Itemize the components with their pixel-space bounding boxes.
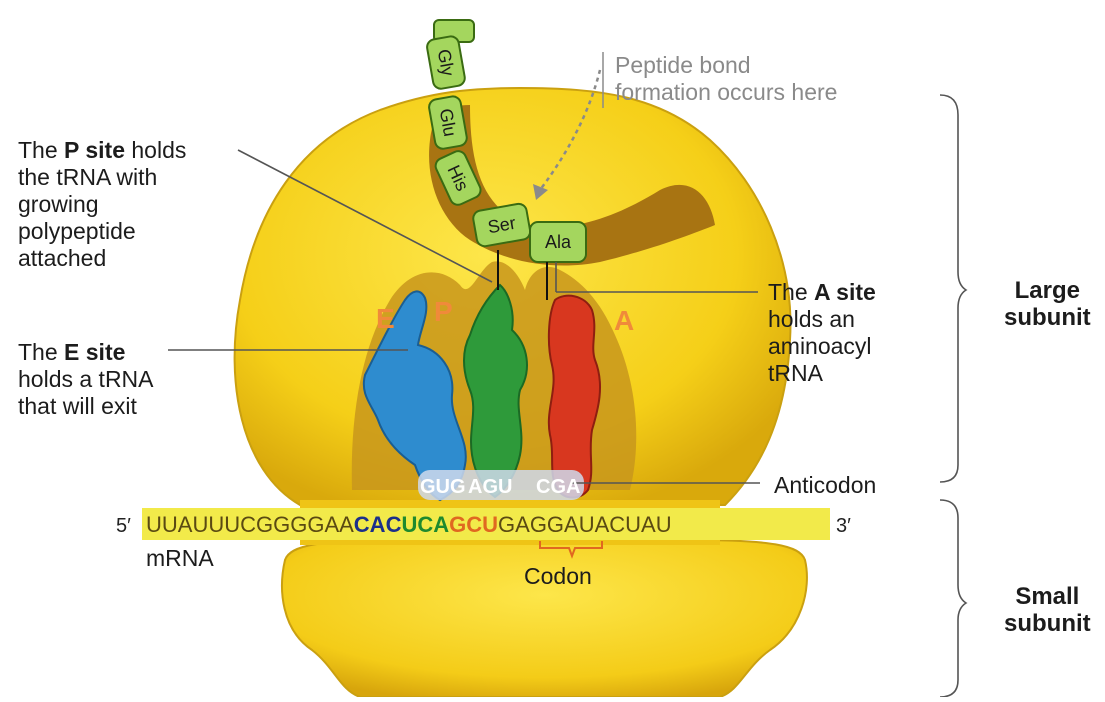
e-site-bold: E site <box>64 339 125 365</box>
a-site-bold: A site <box>814 279 876 305</box>
anticodon-e: GUG <box>420 476 466 498</box>
mrna-codon-e: CAC <box>354 512 402 537</box>
anticodon-p: AGU <box>468 476 512 498</box>
small-subunit-brace <box>940 500 966 697</box>
p-site-bold: P site <box>64 137 125 163</box>
p-site-label-line5: attached <box>18 245 186 272</box>
e-site-label-line1: The E site <box>18 339 154 366</box>
amino-acid-ala: Ala <box>545 232 572 252</box>
p-site-prefix: The <box>18 137 64 163</box>
codon-label: Codon <box>524 563 592 590</box>
peptide-bond-label-line2: formation occurs here <box>615 79 837 106</box>
p-site-label-line3: growing <box>18 191 186 218</box>
anticodon-a: CGA <box>536 476 580 498</box>
p-site-suffix: holds <box>125 137 186 163</box>
small-subunit-line1: Small <box>1004 583 1091 610</box>
a-site-label: The A site holds an aminoacyl tRNA <box>768 279 876 387</box>
small-subunit-label: Small subunit <box>1004 583 1091 637</box>
a-site-prefix: The <box>768 279 814 305</box>
p-site-label: The P site holds the tRNA with growing p… <box>18 137 186 272</box>
mrna-three-prime: 3′ <box>836 515 851 537</box>
large-subunit-line1: Large <box>1004 277 1091 304</box>
small-subunit-line2: subunit <box>1004 610 1091 637</box>
mrna-seq-start: UUAUUUCGGGGAA <box>146 512 354 537</box>
e-site-label: The E site holds a tRNA that will exit <box>18 339 154 420</box>
anticodon-label: Anticodon <box>774 472 876 499</box>
mrna-label: mRNA <box>146 545 214 572</box>
peptide-bond-label-line1: Peptide bond <box>615 52 837 79</box>
large-subunit-label: Large subunit <box>1004 277 1091 331</box>
e-site-label-line2: holds a tRNA <box>18 366 154 393</box>
a-site-label-line1: The A site <box>768 279 876 306</box>
site-letter-p: P <box>434 296 453 327</box>
e-site-prefix: The <box>18 339 64 365</box>
mrna-codon-a: GCU <box>449 512 498 537</box>
peptide-bond-label: Peptide bond formation occurs here <box>615 52 837 106</box>
mrna-sequence: UUAUUUCGGGGAACACUCAGCUGAGGAUACUAU <box>146 512 672 537</box>
p-site-label-line1: The P site holds <box>18 137 186 164</box>
mrna-codon-p: UCA <box>401 512 449 537</box>
a-site-label-line2: holds an <box>768 306 876 333</box>
large-subunit-line2: subunit <box>1004 304 1091 331</box>
mrna-five-prime: 5′ <box>116 515 131 537</box>
site-letter-a: A <box>614 305 634 336</box>
p-site-label-line4: polypeptide <box>18 218 186 245</box>
e-site-label-line3: that will exit <box>18 393 154 420</box>
mrna-seq-end: GAGGAUACUAU <box>498 512 672 537</box>
p-site-label-line2: the tRNA with <box>18 164 186 191</box>
a-site-label-line4: tRNA <box>768 360 876 387</box>
site-letter-e: E <box>376 303 395 334</box>
large-subunit-brace <box>940 95 966 482</box>
a-site-label-line3: aminoacyl <box>768 333 876 360</box>
